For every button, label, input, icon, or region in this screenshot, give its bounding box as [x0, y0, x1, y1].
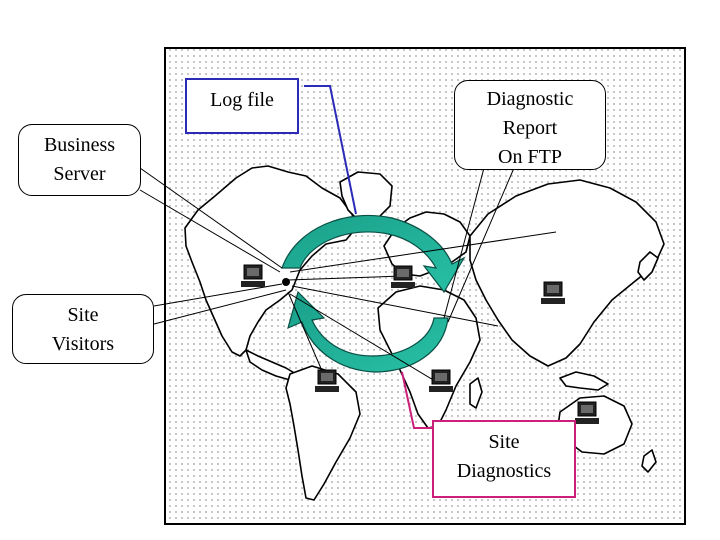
computer-icon-south-america: [315, 369, 339, 392]
landmass-new-zealand: [641, 449, 657, 473]
diagnostic-report-line-1: [443, 167, 485, 319]
computer-icon-australia: [575, 401, 599, 424]
log-file-callout: Log file: [185, 78, 299, 134]
landmass-indonesia: [559, 371, 609, 391]
site-visitors-callout: Site Visitors: [12, 294, 154, 364]
cycle-arrow-top: [281, 214, 466, 294]
computer-icon-asia: [541, 281, 565, 304]
site-diagnostics-pointer: [401, 371, 432, 429]
diagnostic-report-line-2-text: Report: [502, 117, 558, 139]
log-file-label: Log file: [210, 89, 274, 111]
site-diagnostics-line-2-text: Diagnostics: [456, 460, 552, 482]
landmass-japan: [637, 251, 659, 281]
cycle-arrow-bottom: [287, 290, 449, 373]
server-hub: [282, 278, 290, 286]
computer-icon-europe: [391, 265, 415, 288]
diagnostic-report-line-2: [447, 167, 515, 323]
cycle-arrows: [281, 214, 466, 373]
data-flow-line-south: [287, 291, 327, 381]
data-flow-line-europe: [287, 275, 403, 281]
connector-lines: [139, 167, 557, 385]
data-flow-line-asia-1: [289, 231, 557, 273]
landmass-greenland: [339, 171, 393, 223]
log-file-pointer: [304, 85, 357, 215]
site-visitors-line-2-text: Visitors: [51, 333, 115, 355]
business-server-callout: Business Server: [18, 124, 141, 196]
landmass-madagascar: [469, 377, 483, 409]
business-server-line-1-text: Business: [43, 134, 116, 156]
landmass-asia: [469, 179, 665, 367]
diagnostic-report-line-3-text: On FTP: [498, 146, 562, 168]
business-server-line-1: [139, 167, 283, 269]
site-visitors-line-1: [153, 283, 283, 307]
site-visitors-line-2: [153, 289, 287, 325]
business-server-line-2-text: Server: [53, 163, 106, 185]
data-flow-line-africa: [289, 293, 441, 385]
site-diagnostics-callout: Site Diagnostics: [432, 420, 576, 498]
computer-icon-africa: [429, 369, 453, 392]
data-flow-line-asia-2: [291, 285, 499, 327]
computer-icon-north-america: [241, 264, 265, 287]
diagnostic-report-line-1-text: Diagnostic: [486, 88, 574, 110]
diagnostic-report-callout: Diagnostic Report On FTP: [454, 80, 606, 170]
site-diagnostics-line-1-text: Site: [488, 431, 520, 453]
site-visitors-line-1-text: Site: [67, 304, 99, 326]
landmass-south-america: [285, 365, 361, 501]
business-server-line-2: [139, 189, 281, 273]
